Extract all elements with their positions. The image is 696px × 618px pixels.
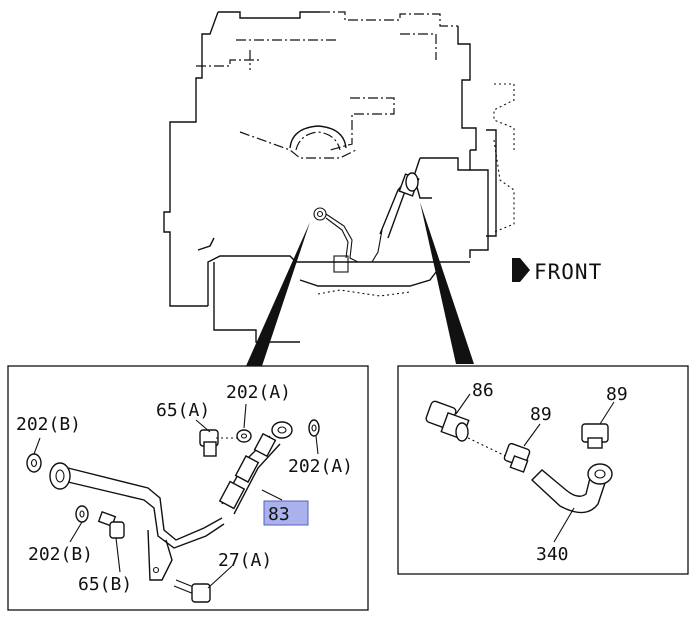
callout-86: 86 xyxy=(472,380,494,401)
pipe-assembly xyxy=(26,403,320,603)
callout-83: 83 xyxy=(268,504,290,525)
arrow-right-icon xyxy=(512,258,530,282)
callout-202a-top: 202(A) xyxy=(226,382,291,403)
leader-wedge-right xyxy=(420,202,474,364)
detail-panel-right xyxy=(397,365,689,575)
leader-wedge-left xyxy=(246,222,310,366)
front-label: FRONT xyxy=(534,260,602,284)
callout-27a: 27(A) xyxy=(218,550,272,571)
engine-outline xyxy=(163,11,515,343)
callout-65a: 65(A) xyxy=(156,400,210,421)
callout-202b-top: 202(B) xyxy=(16,414,81,435)
left-callouts: 202(B) 65(A) 202(A) 202(A) 83 202(B) 65(… xyxy=(16,382,353,595)
callout-83-highlight xyxy=(263,500,309,526)
callout-89-top: 89 xyxy=(606,384,628,405)
callout-65b: 65(B) xyxy=(78,574,132,595)
callout-202a-right: 202(A) xyxy=(288,456,353,477)
right-callouts: 86 89 89 340 xyxy=(472,380,628,565)
washer-202b-top xyxy=(26,453,42,473)
callout-89-mid: 89 xyxy=(530,404,552,425)
callout-202b-bottom: 202(B) xyxy=(28,544,93,565)
callout-340: 340 xyxy=(536,544,569,565)
front-direction-indicator: FRONT xyxy=(512,258,602,284)
detail-panel-left xyxy=(7,365,369,611)
hose-assembly xyxy=(425,393,615,543)
